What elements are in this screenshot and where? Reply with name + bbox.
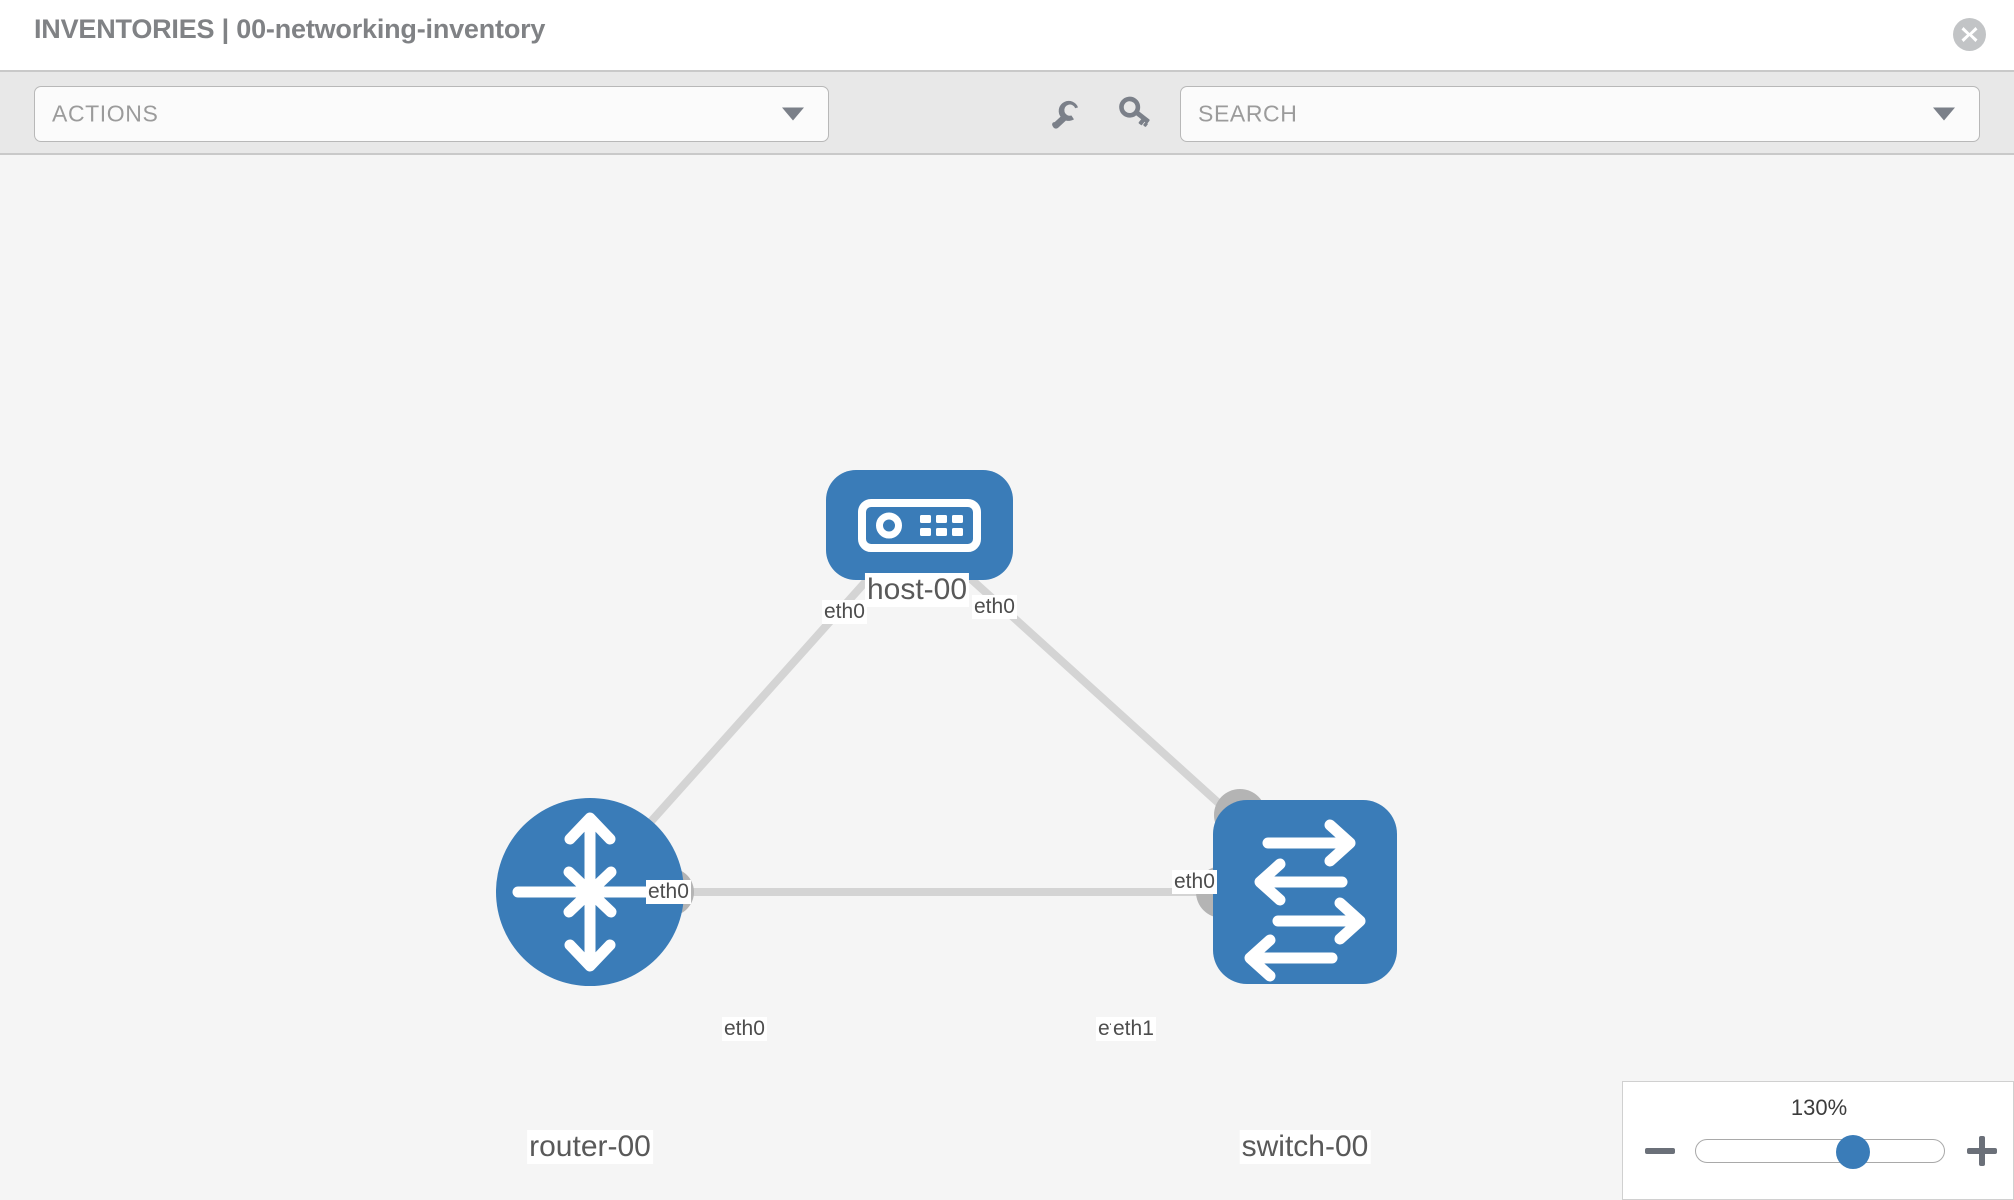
page-title: INVENTORIES | 00-networking-inventory (34, 14, 546, 44)
toolbar: ACTIONS SEARCH (0, 70, 2014, 155)
node-label-switch-00: switch-00 (1239, 1130, 1371, 1164)
iface-label-host-right: eth0 (972, 595, 1017, 619)
actions-dropdown-value: ACTIONS (52, 100, 159, 127)
search-input[interactable]: SEARCH (1180, 86, 1980, 142)
switch-arrows-icon (1244, 819, 1366, 982)
iface-label-router-eth0: eth0 (722, 1017, 767, 1041)
node-host-00 (826, 470, 1013, 580)
zoom-level-value: 130% (1790, 1095, 1848, 1120)
zoom-in-button[interactable] (1965, 1134, 1999, 1168)
topology-canvas[interactable]: eth0 eth0 eth0 eth0 eth0 eth0 eth1 host-… (0, 155, 2014, 1200)
search-placeholder: SEARCH (1198, 100, 1298, 127)
chevron-down-icon (782, 107, 804, 121)
page-header: INVENTORIES | 00-networking-inventory (0, 0, 2014, 70)
key-icon[interactable] (1115, 94, 1155, 134)
wrench-icon[interactable] (1045, 94, 1085, 134)
zoom-slider-track[interactable] (1695, 1135, 1945, 1169)
router-arrows-icon (512, 812, 668, 972)
zoom-slider-thumb[interactable] (1836, 1135, 1870, 1169)
close-icon[interactable] (1953, 18, 1986, 51)
node-router-00 (496, 798, 684, 986)
server-icon (858, 499, 981, 552)
zoom-slider-row (1623, 1134, 2014, 1174)
chevron-down-icon[interactable] (1933, 107, 1955, 121)
iface-label-router-left-diag: eth0 (646, 880, 691, 904)
topology-graph (496, 470, 1397, 986)
node-label-host-00: host-00 (864, 573, 970, 607)
zoom-control-panel: 130% (1622, 1081, 2014, 1200)
iface-label-switch-right-diag: eth0 (1172, 870, 1217, 894)
zoom-out-button[interactable] (1643, 1134, 1677, 1168)
node-label-router-00: router-00 (527, 1130, 653, 1164)
node-switch-00 (1213, 800, 1397, 984)
iface-label-host-left: eth0 (822, 600, 867, 624)
actions-dropdown[interactable]: ACTIONS (34, 86, 829, 142)
iface-label-switch-eth1: eth1 (1111, 1017, 1156, 1041)
topology-links (626, 556, 1249, 896)
